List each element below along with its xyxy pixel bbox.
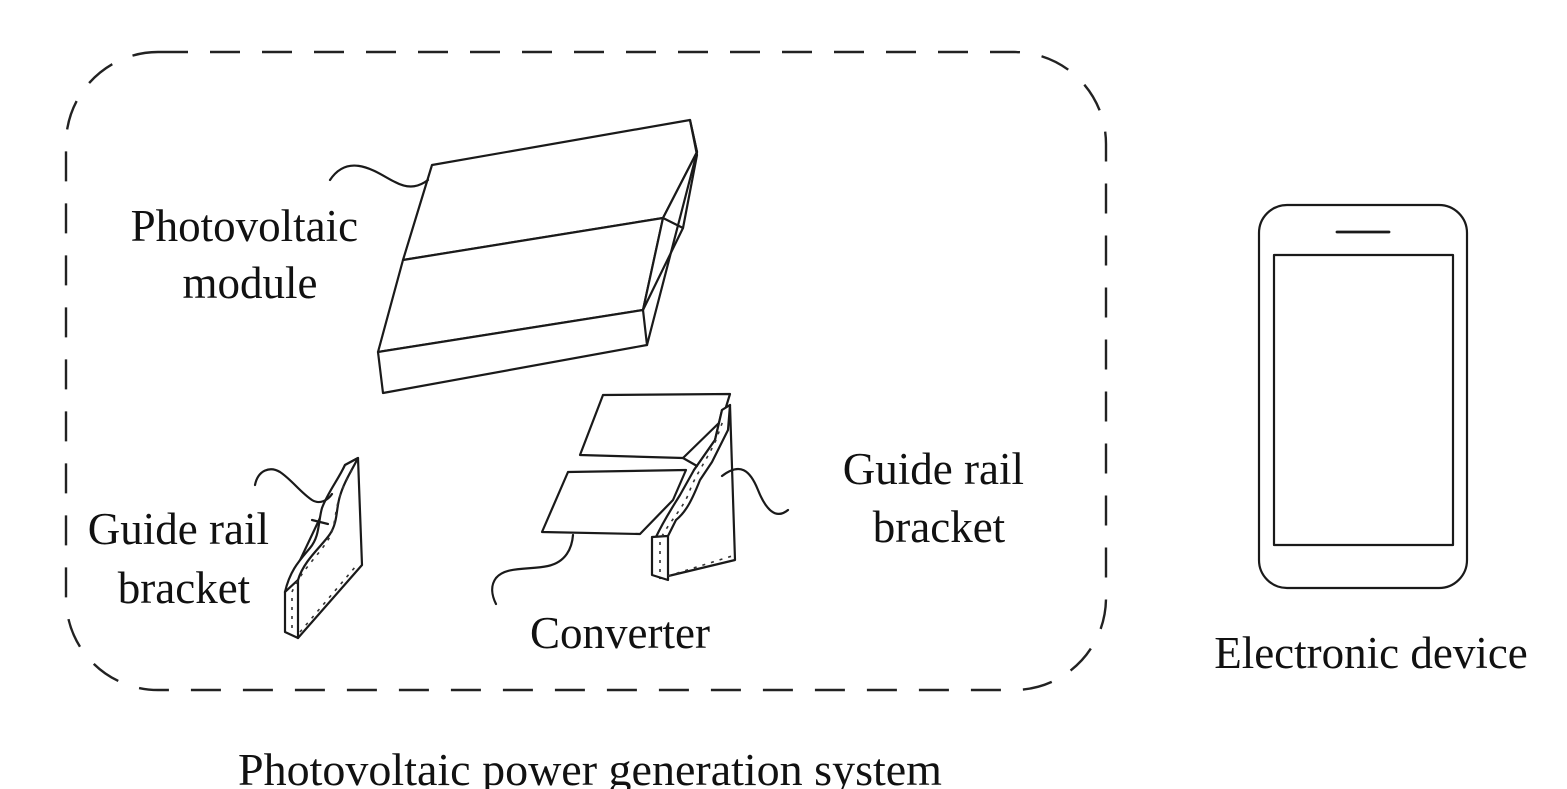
electronic-device-label: Electronic device xyxy=(1214,628,1528,678)
photovoltaic-module-label: Photovoltaic module xyxy=(131,201,370,308)
guide-rail-bracket-left-label-line2: bracket xyxy=(118,563,251,613)
photovoltaic-module-label-line1: Photovoltaic xyxy=(131,201,358,251)
converter-leader xyxy=(492,535,573,604)
photovoltaic-module-label-line2: module xyxy=(183,258,318,308)
photovoltaic-module-leader xyxy=(330,166,428,187)
converter-label: Converter xyxy=(530,608,710,658)
system-caption: Photovoltaic power generation system xyxy=(238,744,942,789)
guide-rail-bracket-left-label-line1: Guide rail xyxy=(88,504,269,554)
smartphone-icon xyxy=(1259,205,1467,588)
guide-rail-bracket-right-label-line1: Guide rail xyxy=(843,444,1024,494)
photovoltaic-module-icon xyxy=(378,120,697,393)
guide-rail-bracket-right-label: Guide rail bracket xyxy=(843,444,1035,552)
guide-rail-bracket-left-label: Guide rail bracket xyxy=(88,504,280,613)
guide-rail-bracket-left-leader xyxy=(255,469,332,502)
converter-icon xyxy=(542,394,735,580)
guide-rail-bracket-right-label-line2: bracket xyxy=(873,502,1006,552)
